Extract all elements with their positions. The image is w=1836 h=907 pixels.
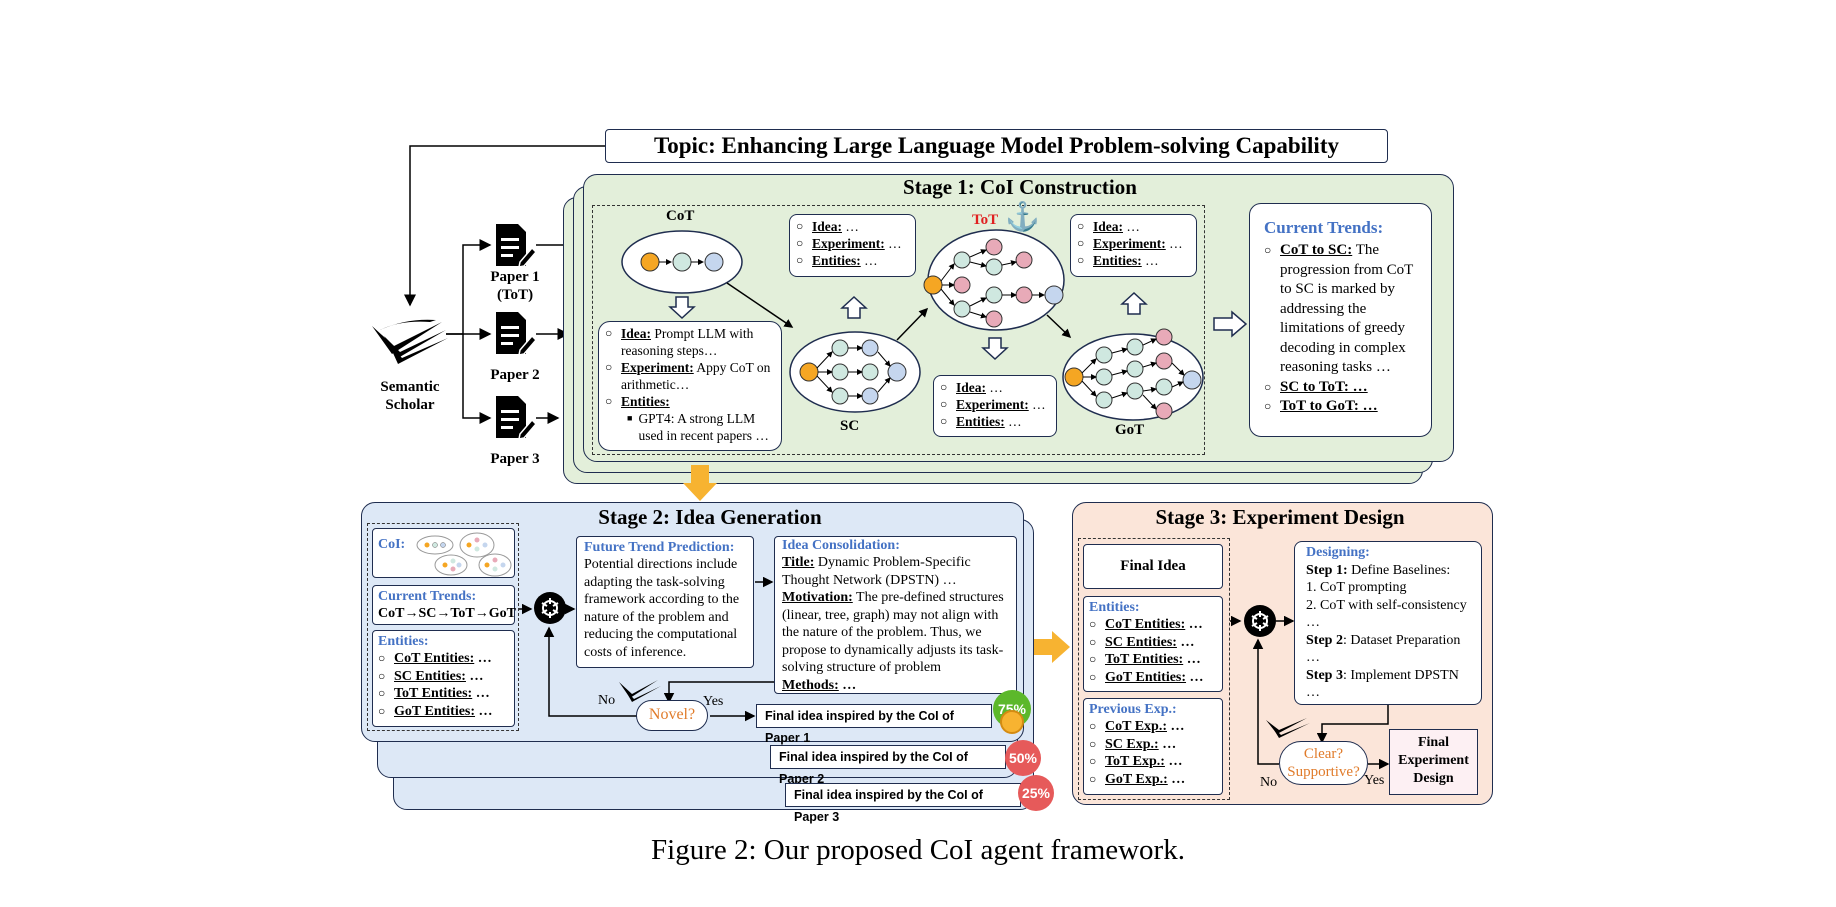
stage1-title: Stage 1: CoI Construction [903,175,1137,199]
figure-caption: Figure 2: Our proposed CoI agent framewo… [651,834,1185,866]
topic-banner: Topic: Enhancing Large Language Model Pr… [605,129,1388,163]
semantic-scholar-mini-icon [618,678,662,709]
anchor-icon: ⚓ [1005,202,1040,233]
designing-card: Designing: Step 1: Define Baselines: 1. … [1294,541,1482,705]
coi-mini-card: CoI: [372,528,515,578]
clear-supportive-decision: Clear?Supportive? [1279,741,1368,785]
medal-icon [1000,710,1024,734]
previous-exp-card: Previous Exp.: CoT Exp.: … SC Exp.: … To… [1083,698,1223,795]
final-idea-card: Final Idea [1083,544,1223,589]
final-idea-paper-2: Final idea inspired by the CoI of Paper … [770,745,1006,786]
stage2-title: Stage 2: Idea Generation [598,505,822,529]
semantic-scholar-mini-icon [1265,716,1311,740]
paper-icon [494,394,538,442]
score-badge-2: 50% [1005,740,1041,776]
cot-detail-card: Idea: Prompt LLM with reasoning steps… E… [598,321,782,451]
stage3-entities-card: Entities: CoT Entities: … SC Entities: …… [1083,596,1223,692]
paper-icon [494,222,538,270]
node-label-got: GoT [1115,422,1145,438]
coi-dashed-region [592,205,1205,455]
future-trend-card: Future Trend Prediction: Potential direc… [576,536,754,668]
current-trends-mini-card: Current Trends: CoT→SC→ToT→GoT [372,585,516,625]
stage2-connectors [519,576,774,722]
clear-yes-label: Yes [1364,773,1385,788]
current-trends-card: Current Trends: CoT to SC: The progressi… [1249,203,1432,437]
novel-decision: Novel? [636,700,708,731]
node-label-cot: CoT [666,208,695,224]
novel-yes-label: Yes [703,694,724,709]
stage3-title: Stage 3: Experiment Design [1155,505,1405,529]
novel-no-label: No [598,693,616,708]
coi-inputs-region [367,523,519,731]
stage3-connectors [1230,615,1390,770]
paper-3-label: Paper 3 [490,451,540,467]
node-label-sc: SC [840,418,860,434]
stage2-to-stage3-arrow [1034,631,1070,663]
got-detail-card: Idea: … Experiment: … Entities: … [1070,214,1197,277]
tot-detail-card: Idea: … Experiment: … Entities: … [933,375,1057,437]
coi-graph [621,229,1204,421]
openai-icon [534,592,566,624]
score-badge-3: 25% [1018,775,1054,811]
idea-consolidation-card: Idea Consolidation: Title: Dynamic Probl… [774,536,1017,694]
coi-mini-graph-icon [416,532,512,577]
clear-no-label: No [1260,775,1278,790]
paper-1-label: Paper 1(ToT) [490,269,540,303]
to-trends-arrow [1213,310,1248,338]
final-idea-paper-1: Final idea inspired by the CoI of Paper … [756,704,992,745]
entities-mini-card: Entities: CoT Entities: … SC Entities: …… [372,630,515,727]
node-label-tot: ToT [972,212,999,228]
semantic-scholar-logo [370,316,450,374]
paper-2-label: Paper 2 [490,367,540,383]
final-idea-paper-3: Final idea inspired by the CoI of Paper … [785,783,1021,824]
sc-detail-card: Idea: … Experiment: … Entities: … [789,214,916,277]
stage1-to-stage2-arrow [683,465,717,501]
openai-icon [1244,605,1276,637]
paper-icon [494,310,538,358]
stage3-inputs-region [1078,538,1230,800]
